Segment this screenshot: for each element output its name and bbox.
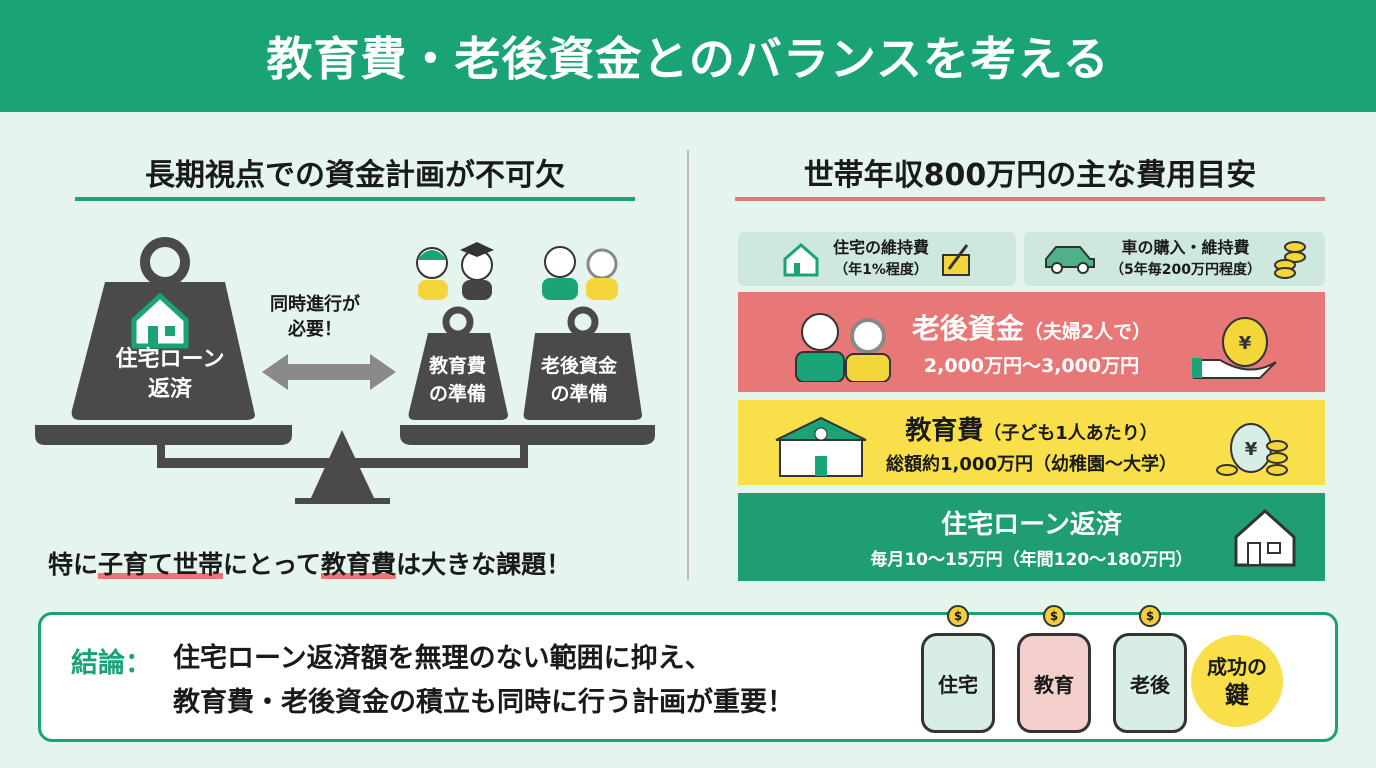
coin-icon: $ bbox=[1139, 605, 1161, 627]
svg-text:¥: ¥ bbox=[1245, 439, 1258, 460]
left-pan bbox=[35, 425, 292, 445]
elderly-couple-icon bbox=[542, 246, 618, 300]
coin-icon: $ bbox=[947, 605, 969, 627]
weight-ring bbox=[140, 237, 190, 287]
children-icon bbox=[416, 242, 494, 300]
school-building-icon bbox=[775, 416, 867, 477]
retirement-funds-band: 老後資金（夫婦2人で） 2,000万円〜3,000万円 ¥ bbox=[738, 292, 1325, 392]
balance-scale-illustration bbox=[35, 237, 655, 504]
elderly-couple-icon bbox=[795, 313, 891, 382]
savings-jars: $住宅 $教育 $老後 bbox=[921, 605, 1187, 733]
jar-education: $教育 bbox=[1017, 605, 1091, 733]
education-weight-label: 教育費の準備 bbox=[428, 355, 486, 405]
fulcrum bbox=[310, 430, 375, 500]
right-section-title: 世帯年収800万円の主な費用目安 bbox=[803, 158, 1257, 193]
house-icon bbox=[783, 243, 819, 277]
housing-weight bbox=[71, 282, 255, 420]
house-icon bbox=[1234, 508, 1296, 567]
svg-text:¥: ¥ bbox=[1239, 333, 1252, 354]
conclusion-label: 結論： bbox=[71, 648, 152, 679]
education-costs-band: 教育費（子ども1人あたり） 総額約1,000万円（幼稚園〜大学） ¥ bbox=[738, 400, 1325, 485]
money-bag-hand-icon: ¥ bbox=[1192, 317, 1277, 379]
double-arrow-icon bbox=[262, 354, 396, 390]
conclusion-text: 住宅ローン返済額を無理のない範囲に抑え、教育費・老後資金の積立も同時に行う計画が… bbox=[173, 643, 794, 718]
housing-weight-label: 住宅ローン返済 bbox=[115, 347, 225, 402]
repair-tools-icon bbox=[942, 244, 970, 276]
education-weight bbox=[408, 333, 508, 420]
left-section-title: 長期視点での資金計画が不可欠 bbox=[145, 158, 565, 193]
jar-retirement: $老後 bbox=[1113, 605, 1187, 733]
page-title: 教育費・老後資金とのバランスを考える bbox=[0, 0, 1376, 112]
retirement-weight-label: 老後資金の準備 bbox=[540, 355, 617, 405]
coin-stack-icon bbox=[1273, 241, 1306, 279]
retirement-weight bbox=[523, 333, 642, 420]
conclusion-box: 結論： 住宅ローン返済額を無理のない範囲に抑え、教育費・老後資金の積立も同時に行… bbox=[38, 605, 1338, 742]
money-bag-coins-icon: ¥ bbox=[1216, 423, 1288, 476]
jar-housing: $住宅 bbox=[921, 605, 995, 733]
right-title-underline bbox=[735, 197, 1325, 201]
house-icon bbox=[131, 292, 189, 349]
maintenance-card: 住宅の維持費（年1%程度） bbox=[738, 232, 1016, 286]
key-to-success-badge: 成功の鍵 bbox=[1191, 635, 1283, 727]
car-icon bbox=[1045, 246, 1096, 274]
left-title-underline bbox=[75, 197, 635, 201]
housing-loan-band: 住宅ローン返済 毎月10〜15万円（年間120〜180万円） bbox=[738, 493, 1325, 581]
section-divider bbox=[687, 150, 689, 580]
car-cost-card: 車の購入・維持費（5年毎200万円程度） bbox=[1024, 232, 1325, 286]
left-footnote: 特に子育て世帯にとって教育費は大きな課題！ bbox=[48, 550, 572, 579]
simultaneous-label: 同時進行が必要！ bbox=[270, 294, 360, 340]
coin-icon: $ bbox=[1043, 605, 1065, 627]
right-pan bbox=[400, 425, 655, 445]
